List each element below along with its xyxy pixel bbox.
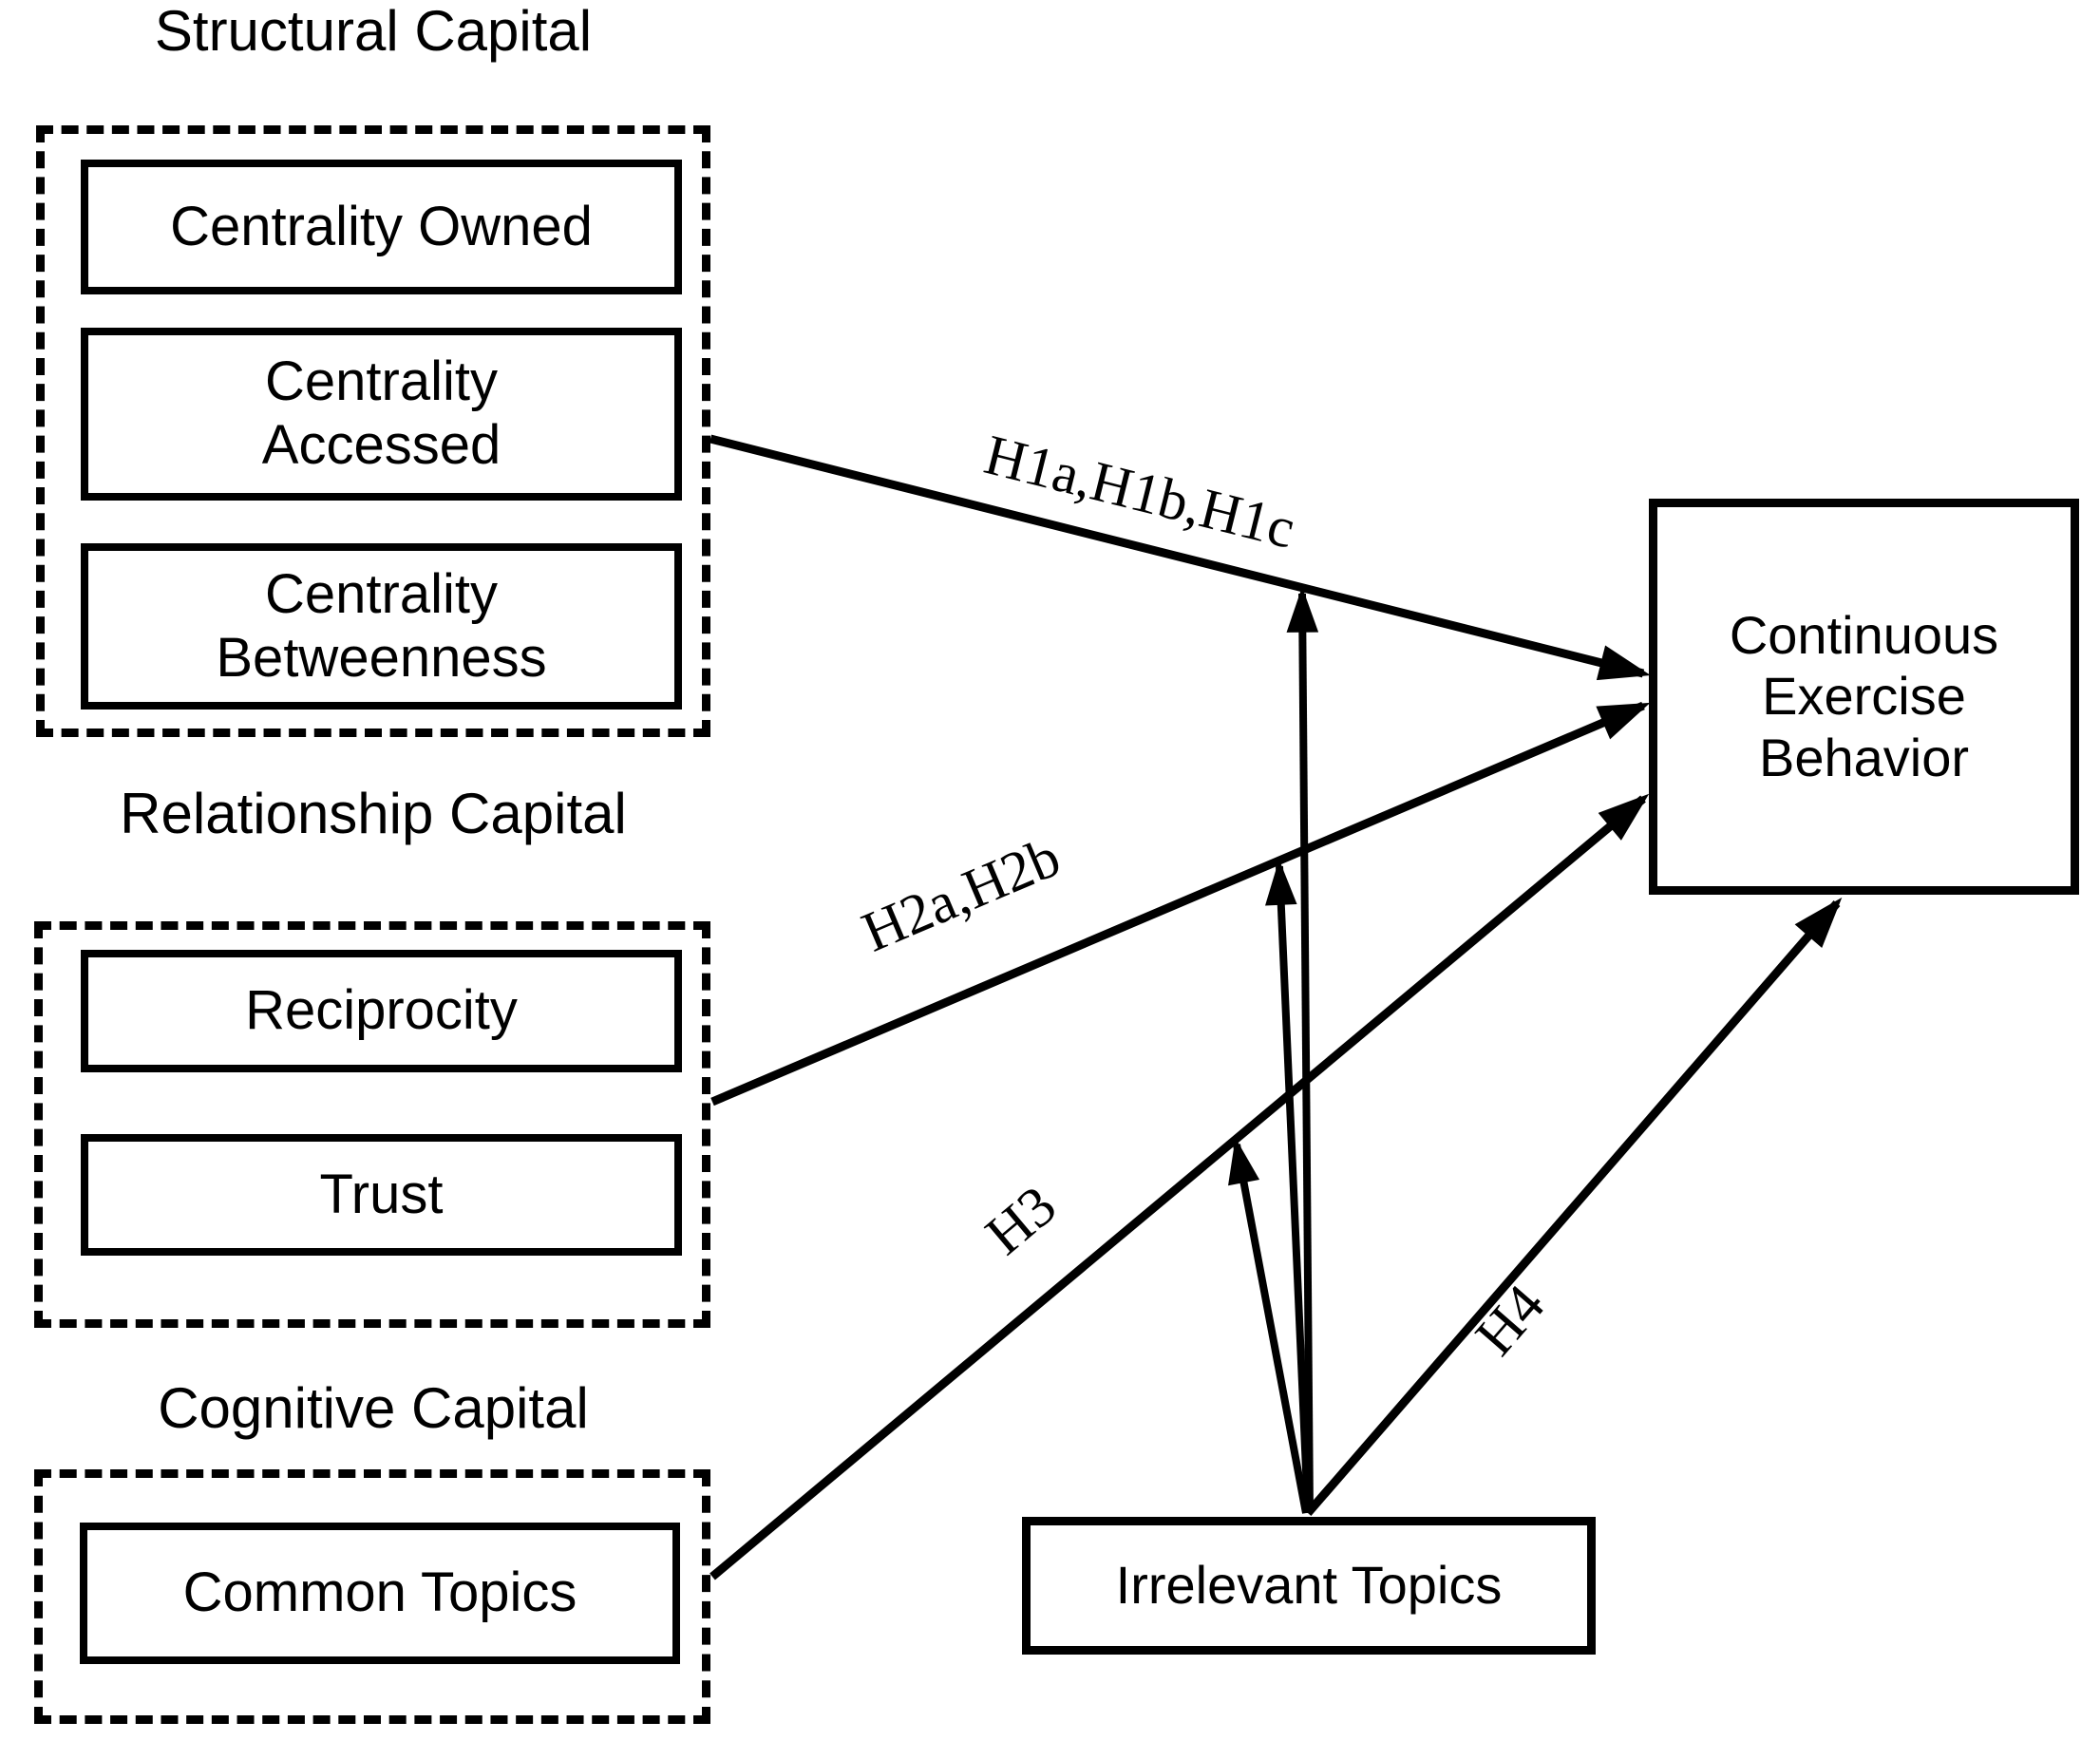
- node-trust: Trust: [81, 1134, 682, 1256]
- node-centrality-betweenness: Centrality Betweenness: [81, 543, 682, 710]
- node-continuous-exercise-behavior: Continuous Exercise Behavior: [1649, 499, 2079, 895]
- arrow-h4: [1304, 897, 1843, 1516]
- node-label: Centrality Owned: [170, 195, 593, 257]
- node-common-topics: Common Topics: [80, 1523, 680, 1664]
- node-centrality-accessed: Centrality Accessed: [81, 328, 682, 501]
- arrow-moderation-h1: [1286, 586, 1319, 1514]
- node-label: Common Topics: [182, 1561, 577, 1624]
- node-label: Centrality Accessed: [261, 350, 501, 476]
- arrow-h2: [710, 701, 1651, 1107]
- group-box-relationship-capital: [34, 921, 710, 1328]
- group-title-relationship-capital: Relationship Capital: [120, 782, 627, 845]
- arrow-h3: [709, 793, 1650, 1580]
- node-label: Continuous Exercise Behavior: [1729, 604, 1999, 787]
- group-box-cognitive-capital: [34, 1469, 710, 1724]
- node-centrality-owned: Centrality Owned: [81, 160, 682, 294]
- arrow-h1: [709, 434, 1651, 681]
- node-label: Centrality Betweenness: [216, 562, 547, 689]
- node-label: Irrelevant Topics: [1115, 1555, 1503, 1616]
- group-box-structural-capital: [36, 125, 710, 737]
- arrow-moderation-h3: [1228, 1137, 1310, 1514]
- node-reciprocity: Reciprocity: [81, 950, 682, 1072]
- node-label: Trust: [319, 1163, 444, 1225]
- node-irrelevant-topics: Irrelevant Topics: [1022, 1517, 1596, 1655]
- group-title-structural-capital: Structural Capital: [154, 0, 593, 63]
- node-label: Reciprocity: [245, 979, 518, 1042]
- arrow-moderation-h2: [1265, 859, 1312, 1514]
- group-title-cognitive-capital: Cognitive Capital: [158, 1376, 589, 1440]
